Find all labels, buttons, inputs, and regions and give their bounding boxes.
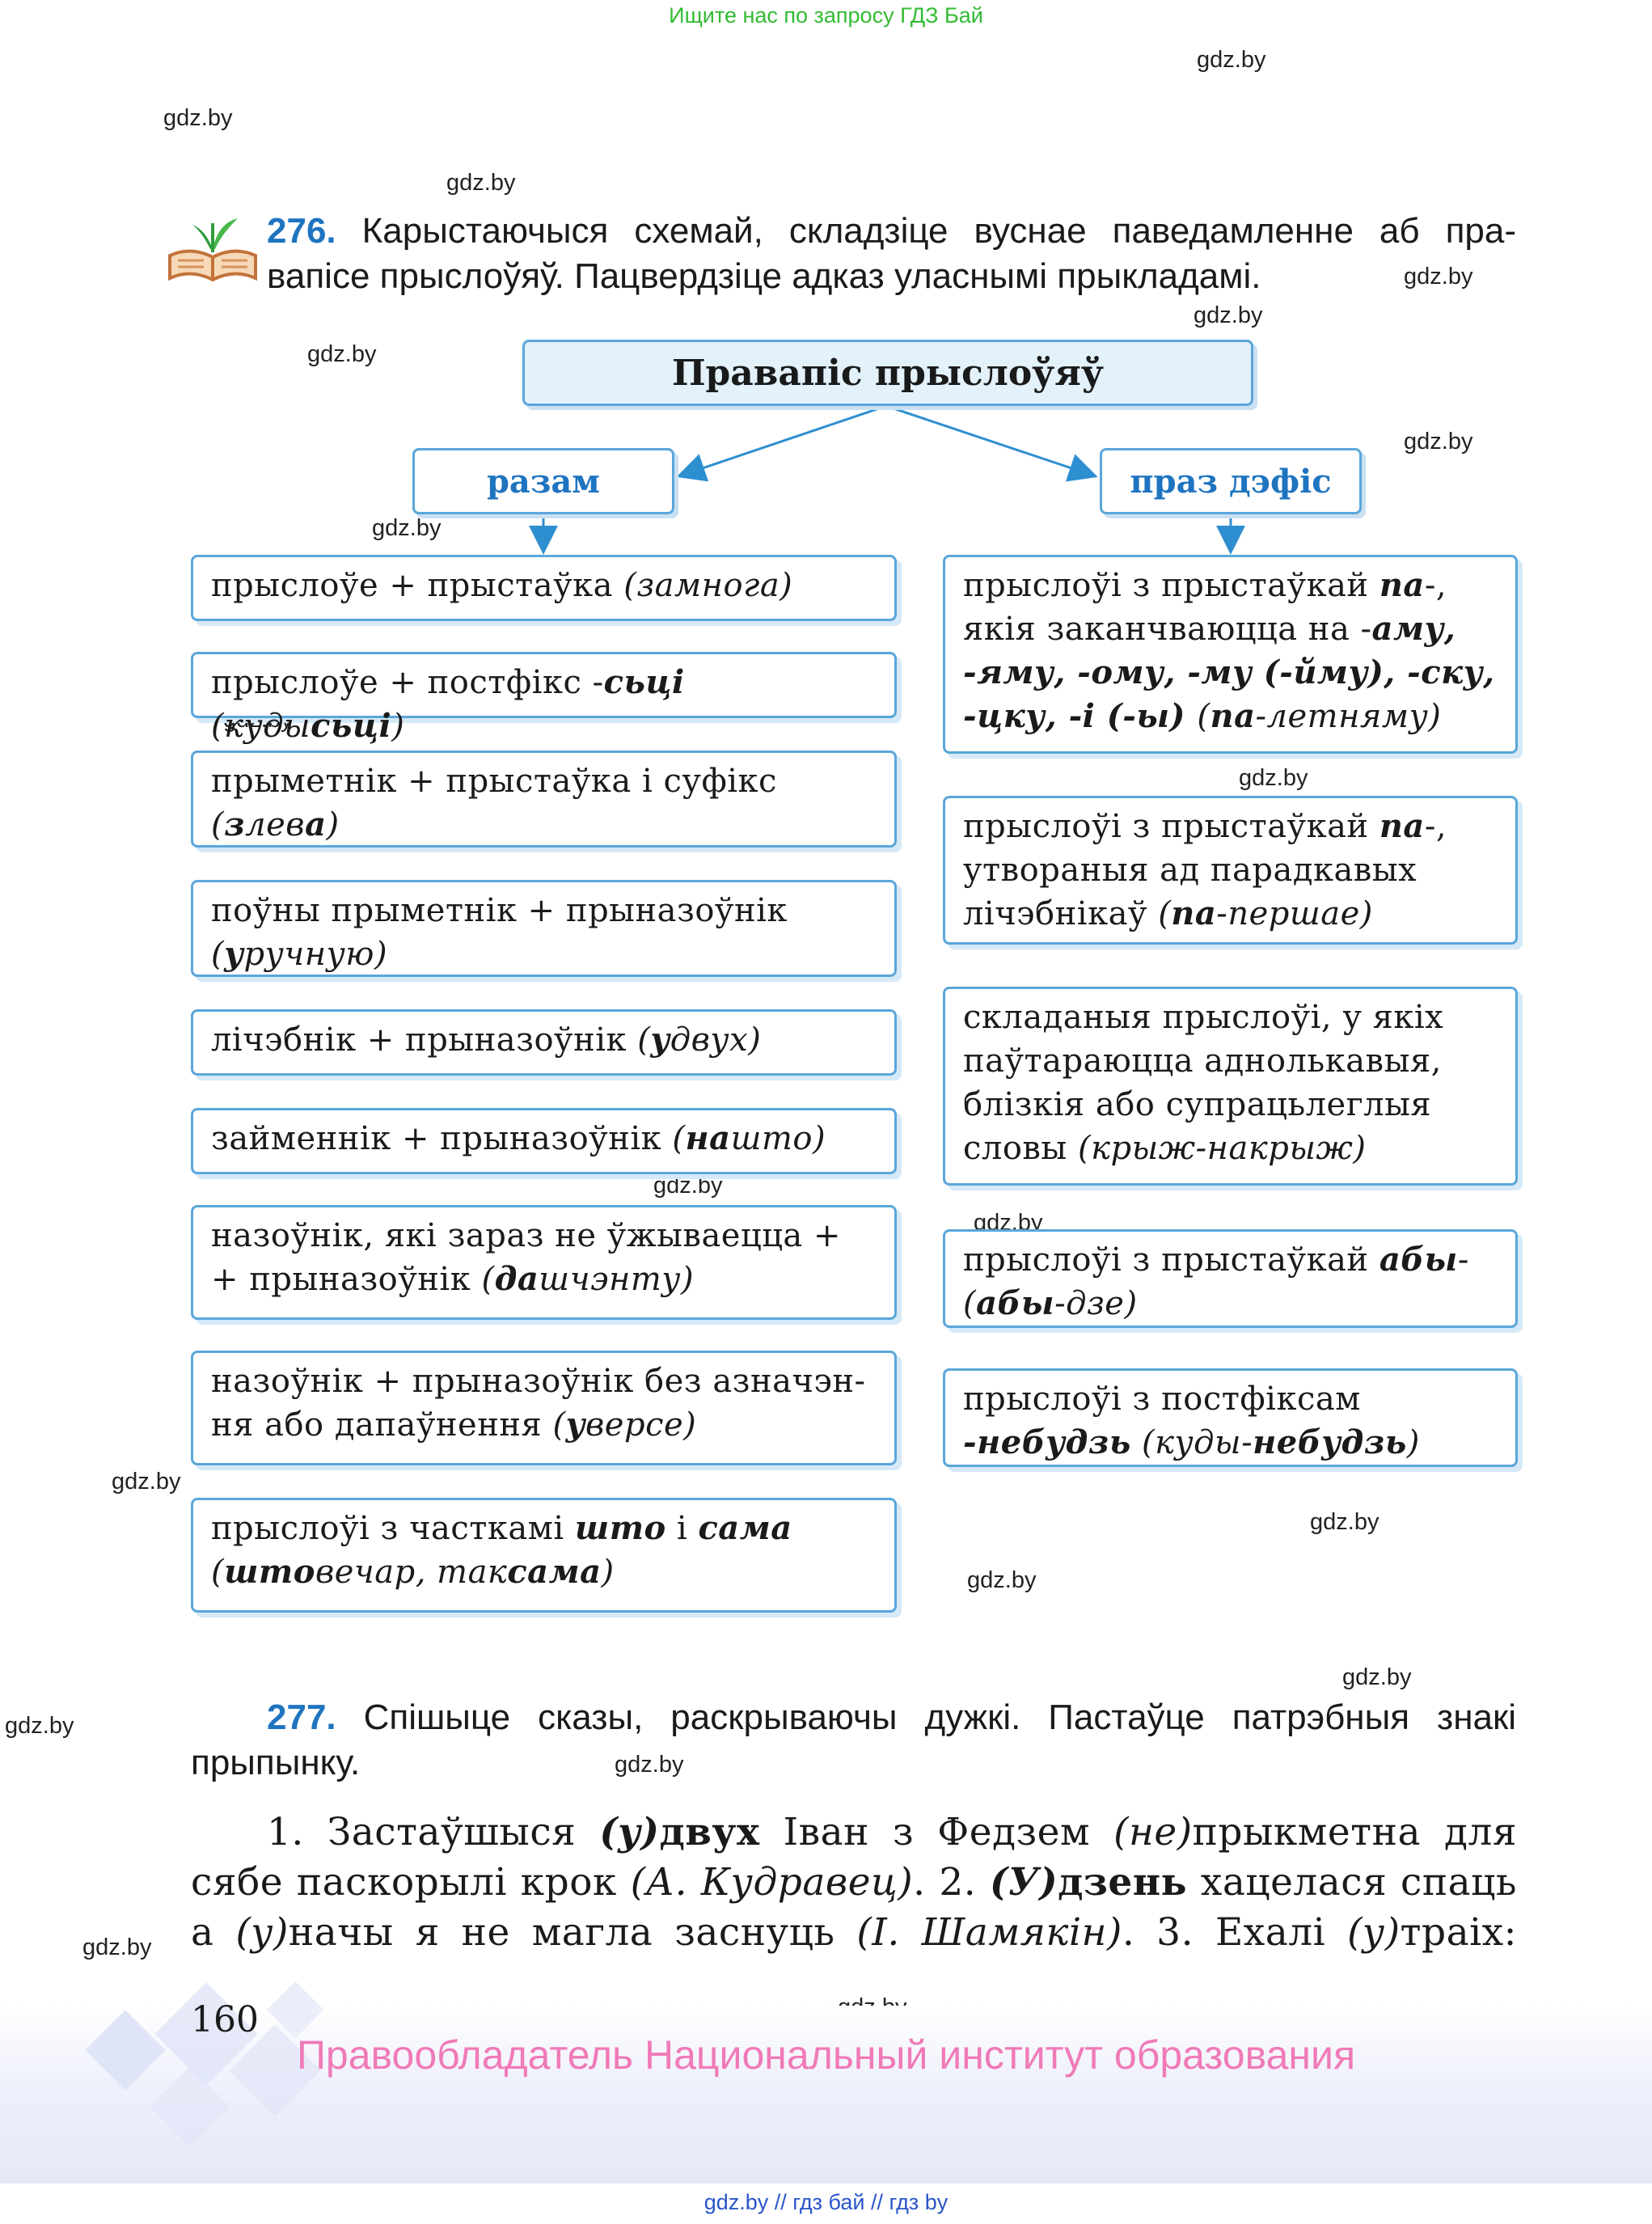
watermark: gdz.by bbox=[112, 1469, 181, 1495]
right-rule-4: прыслоўі з прыстаўкай абы-(абы-дзе) bbox=[943, 1229, 1518, 1328]
exercise-line-1: 1. Застаўшыся (у)двух Іван з Федзем (не)… bbox=[267, 1810, 1517, 1854]
task-277-line2: прыпынку. bbox=[191, 1743, 361, 1782]
watermark: gdz.by bbox=[1404, 429, 1473, 455]
exercise-line-3: а (у)начы я не магла заснуць (І. Шамякін… bbox=[191, 1910, 1518, 1955]
watermark: gdz.by bbox=[1197, 47, 1266, 73]
top-banner[interactable]: Ищите нас по запросу ГДЗ Бай bbox=[669, 3, 983, 27]
left-rule-4: поўны прыметнік + прыназоўнік(уручную) bbox=[191, 880, 897, 977]
watermark: gdz.by bbox=[163, 105, 233, 131]
right-rule-1: прыслоўі з прыстаўкай па-,якія заканчваю… bbox=[943, 555, 1518, 754]
diagram-title: Правапіс прыслоўяў bbox=[522, 340, 1253, 406]
watermark: gdz.by bbox=[446, 170, 516, 196]
left-head-together: разам bbox=[412, 448, 674, 514]
watermark: gdz.by bbox=[967, 1567, 1037, 1593]
watermark: gdz.by bbox=[307, 341, 377, 367]
watermark: gdz.by bbox=[1194, 302, 1263, 328]
task-276-line1: 276. Карыстаючыся схемай, складзіце вусн… bbox=[267, 211, 1516, 251]
task-276-line2: вапісе прыслоўяў. Пацвердзіце адказ улас… bbox=[267, 256, 1261, 296]
watermark: gdz.by bbox=[1310, 1509, 1379, 1535]
right-rule-5: прыслоўі з постфіксам-небудзь (куды-небу… bbox=[943, 1368, 1518, 1467]
left-rule-1: прыслоўе + прыстаўка (замнога) bbox=[191, 555, 897, 621]
left-rule-7: назоўнік, які зараз не ўжываецца ++ прын… bbox=[191, 1205, 897, 1320]
right-head-hyphen: праз дэфіс bbox=[1100, 448, 1362, 514]
book-sprout-icon bbox=[168, 218, 257, 282]
watermark: gdz.by bbox=[1342, 1664, 1412, 1690]
watermark: gdz.by bbox=[372, 515, 442, 541]
watermark: gdz.by bbox=[1404, 264, 1473, 290]
task-277-line1: 277. Спішыце сказы, раскрываючы дужкі. П… bbox=[267, 1698, 1516, 1737]
task-277-number: 277. bbox=[267, 1698, 336, 1737]
left-rule-5: лічэбнік + прыназоўнік (удвух) bbox=[191, 1009, 897, 1076]
diagram-arrows bbox=[529, 404, 1245, 555]
watermark: gdz.by bbox=[5, 1713, 74, 1739]
bottom-links[interactable]: gdz.by // гдз бай // гдз by bbox=[703, 2190, 949, 2214]
left-rule-9: прыслоўі з часткамі што і сама(штовечар,… bbox=[191, 1498, 897, 1613]
left-rule-6: займеннік + прыназоўнік (нашто) bbox=[191, 1108, 897, 1174]
task-276-number: 276. bbox=[267, 211, 336, 251]
exercise-line-2: сябе паскорылі крок (А. Кудравец). 2. (У… bbox=[191, 1860, 1517, 1905]
left-rule-3: прыметнік + прыстаўка і суфікс(злева) bbox=[191, 750, 897, 848]
left-rule-8: назоўнік + прыназоўнік без азначэн-ня аб… bbox=[191, 1351, 897, 1465]
watermark: gdz.by bbox=[653, 1173, 723, 1199]
watermark: gdz.by bbox=[82, 1934, 152, 1960]
page-number: 160 bbox=[191, 1999, 259, 2040]
copyright-notice: Правообладатель Национальный институт об… bbox=[296, 2032, 1356, 2078]
watermark: gdz.by bbox=[615, 1752, 684, 1778]
left-rule-2: прыслоўе + постфікс -сьці (кудысьці) bbox=[191, 652, 897, 745]
watermark: gdz.by bbox=[1239, 765, 1308, 791]
right-rule-2: прыслоўі з прыстаўкай па-,утвораныя ад п… bbox=[943, 796, 1518, 945]
